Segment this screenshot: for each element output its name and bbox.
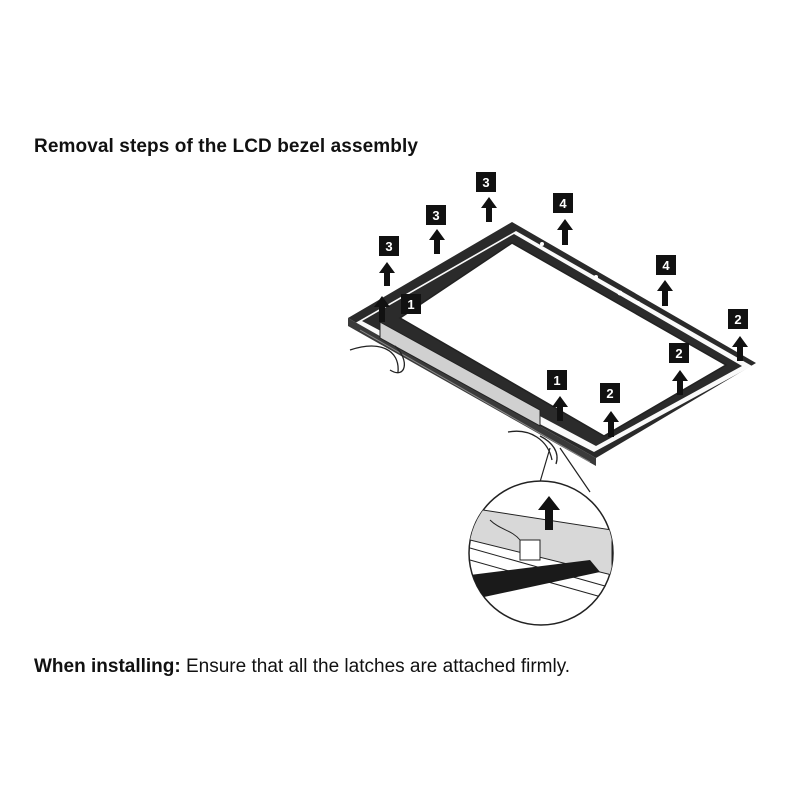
- svg-text:3: 3: [482, 175, 489, 190]
- svg-text:1: 1: [553, 373, 560, 388]
- svg-text:2: 2: [734, 312, 741, 327]
- svg-text:3: 3: [432, 208, 439, 223]
- svg-text:1: 1: [407, 297, 414, 312]
- svg-text:2: 2: [606, 386, 613, 401]
- arrow-up-icon: [429, 229, 445, 254]
- lift-arrows: [374, 197, 748, 437]
- bezel-frame: [348, 222, 756, 466]
- step-badge-3a: 3: [379, 236, 399, 256]
- arrow-up-icon: [481, 197, 497, 222]
- arrow-up-icon: [557, 219, 573, 245]
- step-badge-4b: 4: [656, 255, 676, 275]
- step-badge-1b: 1: [547, 370, 567, 390]
- arrow-up-icon: [374, 296, 390, 322]
- cables: [349, 345, 558, 465]
- arrow-up-icon: [603, 411, 619, 437]
- arrow-up-icon: [732, 336, 748, 361]
- step-badge-3c: 3: [476, 172, 496, 192]
- svg-text:4: 4: [662, 258, 670, 273]
- latch-detail-view: [468, 480, 614, 626]
- installation-note: When installing: Ensure that all the lat…: [34, 656, 570, 678]
- step-badge-2b: 2: [600, 383, 620, 403]
- arrow-up-icon: [552, 396, 568, 421]
- arrow-up-icon: [672, 370, 688, 395]
- page-title: Removal steps of the LCD bezel assembly: [34, 136, 419, 157]
- step-badge-4a: 4: [553, 193, 573, 213]
- arrow-up-icon: [657, 280, 673, 306]
- arrow-up-icon: [379, 262, 395, 286]
- svg-text:3: 3: [385, 239, 392, 254]
- svg-text:2: 2: [675, 346, 682, 361]
- svg-text:4: 4: [559, 196, 567, 211]
- note-label: When installing:: [34, 656, 181, 677]
- step-badge-3b: 3: [426, 205, 446, 225]
- step-badge-1a: 1: [401, 294, 421, 314]
- note-text: Ensure that all the latches are attached…: [186, 656, 571, 677]
- step-badge-2c: 2: [669, 343, 689, 363]
- step-badge-2a: 2: [728, 309, 748, 329]
